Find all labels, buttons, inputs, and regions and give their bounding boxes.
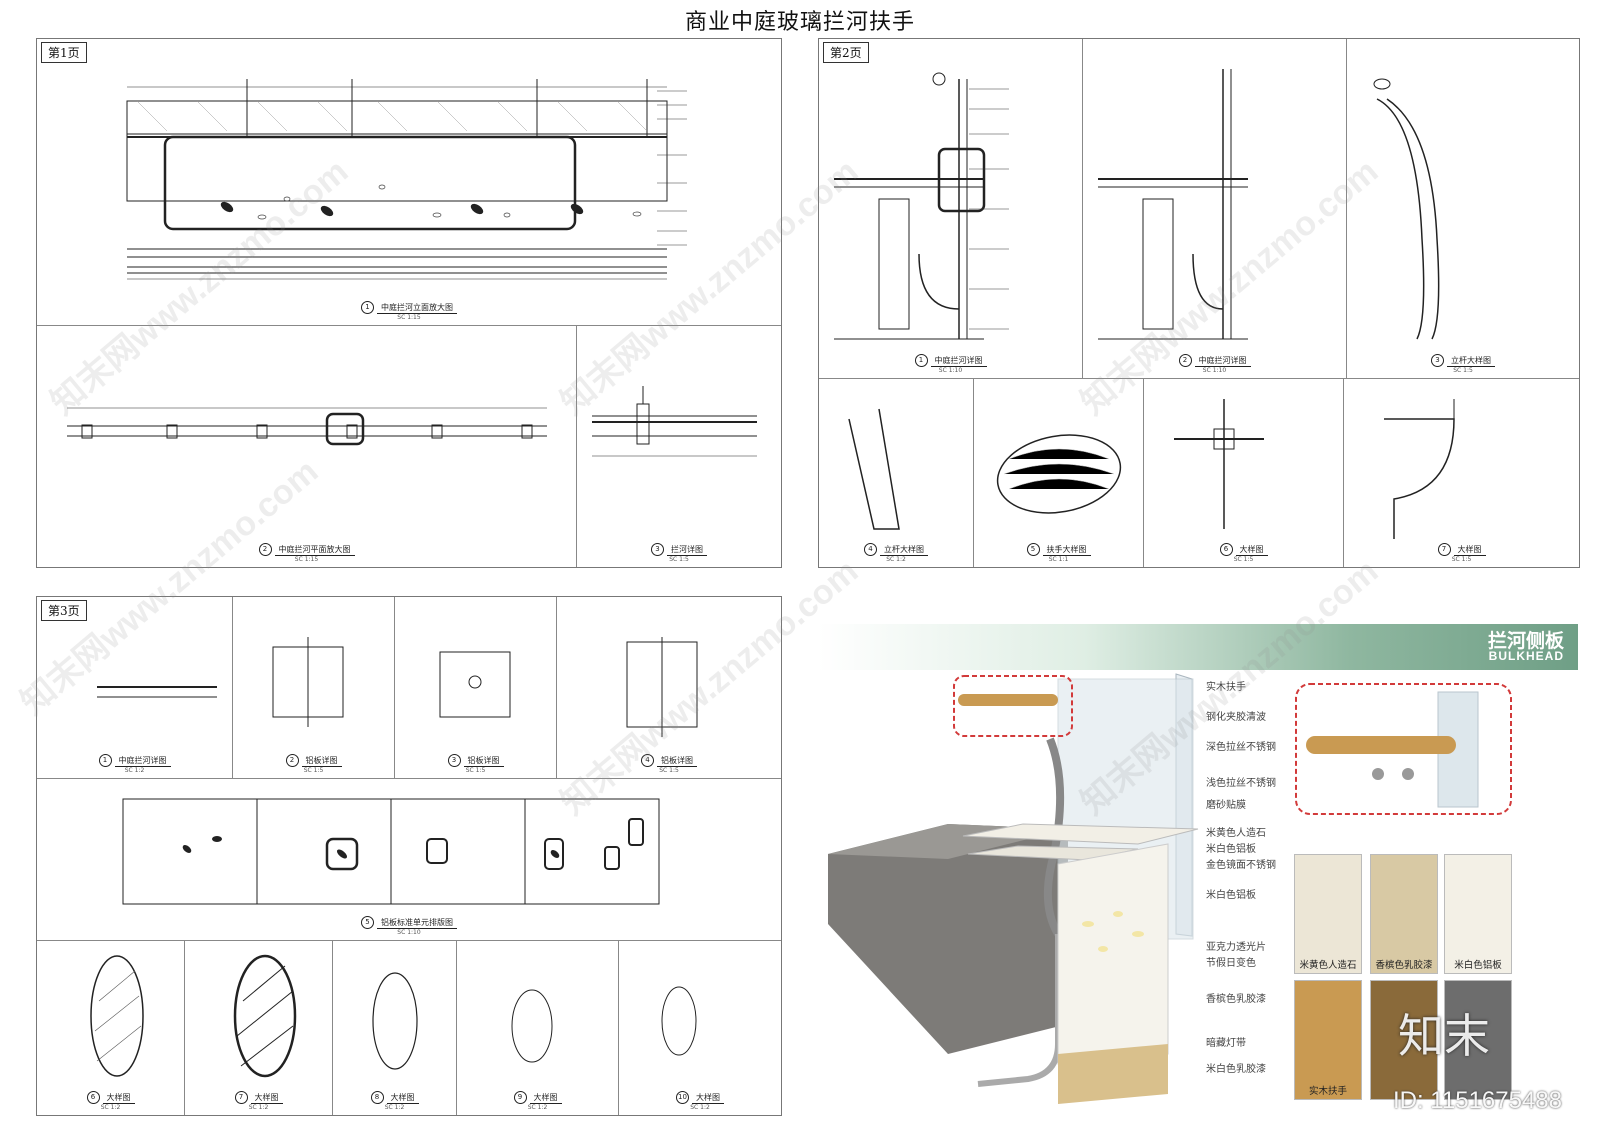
large-6-drawing [90, 955, 144, 1077]
drawing-title: 商业中庭玻璃拦河扶手 [684, 10, 915, 35]
p3-detail-1-drawing [97, 686, 217, 698]
swatch-3: 实木扶手 [1294, 980, 1362, 1100]
swatch-5 [1444, 980, 1512, 1100]
swatch-4 [1370, 980, 1438, 1100]
p3-detail-3-drawing [439, 651, 511, 718]
bulkhead-render [828, 673, 1512, 1104]
large-7-drawing [233, 954, 297, 1078]
elevation-drawing [126, 79, 687, 280]
label-8: 米白色铝板 [1206, 890, 1256, 901]
swatch-1: 香槟色乳胶漆 [1370, 854, 1438, 974]
panel-layout-drawing [122, 798, 660, 905]
section-a-drawing [834, 72, 1009, 340]
post-detail-drawing [1373, 78, 1440, 340]
detail-6-drawing [1174, 399, 1264, 529]
label-7: 金色镜面不锈钢 [1206, 860, 1276, 871]
label-12: 暗藏灯带 [1206, 1038, 1246, 1049]
bulkhead-panel: 拦河侧板 BULKHEAD 实木扶手 钢化夹胶清波 深色拉丝不锈钢 浅色拉丝不锈… [818, 624, 1578, 1118]
label-1: 钢化夹胶清波 [1206, 712, 1266, 723]
sheet-page-1: 第1页 [36, 38, 782, 568]
p3-detail-4-drawing [626, 637, 698, 737]
sheet-tag: 第2页 [823, 42, 869, 63]
label-3: 浅色拉丝不锈钢 [1206, 778, 1276, 789]
swatch-2: 米白色铝板 [1444, 854, 1512, 974]
section-b-drawing [1098, 69, 1248, 340]
large-8-drawing [372, 972, 418, 1070]
label-11: 香槟色乳胶漆 [1206, 994, 1266, 1005]
plan-drawing [67, 407, 547, 446]
bulkhead-title-en: BULKHEAD [1488, 649, 1564, 663]
sheet-tag: 第3页 [41, 600, 87, 621]
railing-detail-drawing [592, 386, 757, 457]
post-large-drawing [848, 408, 900, 530]
watermark-id: ID: 1151675488 [1392, 1087, 1562, 1114]
detail-7-drawing [1384, 399, 1455, 539]
label-9: 亚克力透光片 [1206, 942, 1266, 953]
large-9-drawing [511, 989, 553, 1063]
label-2: 深色拉丝不锈钢 [1206, 742, 1276, 753]
sheet-tag: 第1页 [41, 42, 87, 63]
watermark-logo: 知末 [1398, 1009, 1490, 1063]
p3-detail-2-drawing [272, 637, 344, 727]
label-4: 磨砂贴膜 [1206, 800, 1246, 811]
bulkhead-banner: 拦河侧板 BULKHEAD [818, 624, 1578, 670]
label-10: 节假日变色 [1206, 958, 1256, 969]
large-10-drawing [661, 986, 697, 1056]
label-0: 实木扶手 [1206, 682, 1246, 693]
label-5: 米黄色人造石 [1206, 828, 1266, 839]
label-13: 米白色乳胶漆 [1206, 1064, 1266, 1075]
bulkhead-title-cn: 拦河侧板 [1487, 630, 1564, 652]
label-6: 米白色铝板 [1206, 844, 1256, 855]
handrail-drawing [996, 434, 1122, 514]
swatch-0: 米黄色人造石 [1294, 854, 1362, 974]
